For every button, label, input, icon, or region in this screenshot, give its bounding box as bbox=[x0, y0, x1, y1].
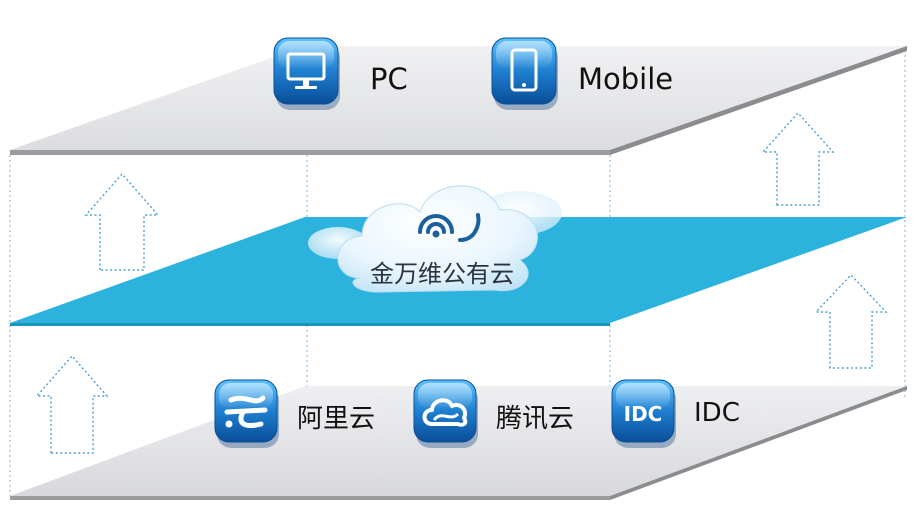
idc-icon: IDC bbox=[611, 379, 676, 448]
mobile-label: Mobile bbox=[578, 62, 674, 96]
tencent-cloud-icon bbox=[413, 379, 478, 448]
cloud-wifi-icon bbox=[308, 185, 562, 293]
cloud-label: 金万维公有云 bbox=[370, 260, 514, 288]
pc-label: PC bbox=[370, 62, 408, 96]
up-arrow-right-upper bbox=[761, 111, 835, 206]
tablet-icon bbox=[491, 37, 558, 110]
idc-label: IDC bbox=[694, 398, 740, 428]
aliyun-icon bbox=[214, 379, 279, 448]
aliyun-label: 阿里云 bbox=[297, 404, 376, 434]
up-arrow-left-lower bbox=[35, 354, 109, 454]
monitor-icon bbox=[273, 37, 340, 110]
tencent-cloud-label: 腾讯云 bbox=[496, 404, 575, 434]
idc-icon-text: IDC bbox=[624, 402, 663, 426]
up-arrow-left-upper bbox=[84, 172, 160, 271]
up-arrow-right-lower bbox=[814, 273, 888, 369]
top-plane bbox=[10, 46, 907, 155]
